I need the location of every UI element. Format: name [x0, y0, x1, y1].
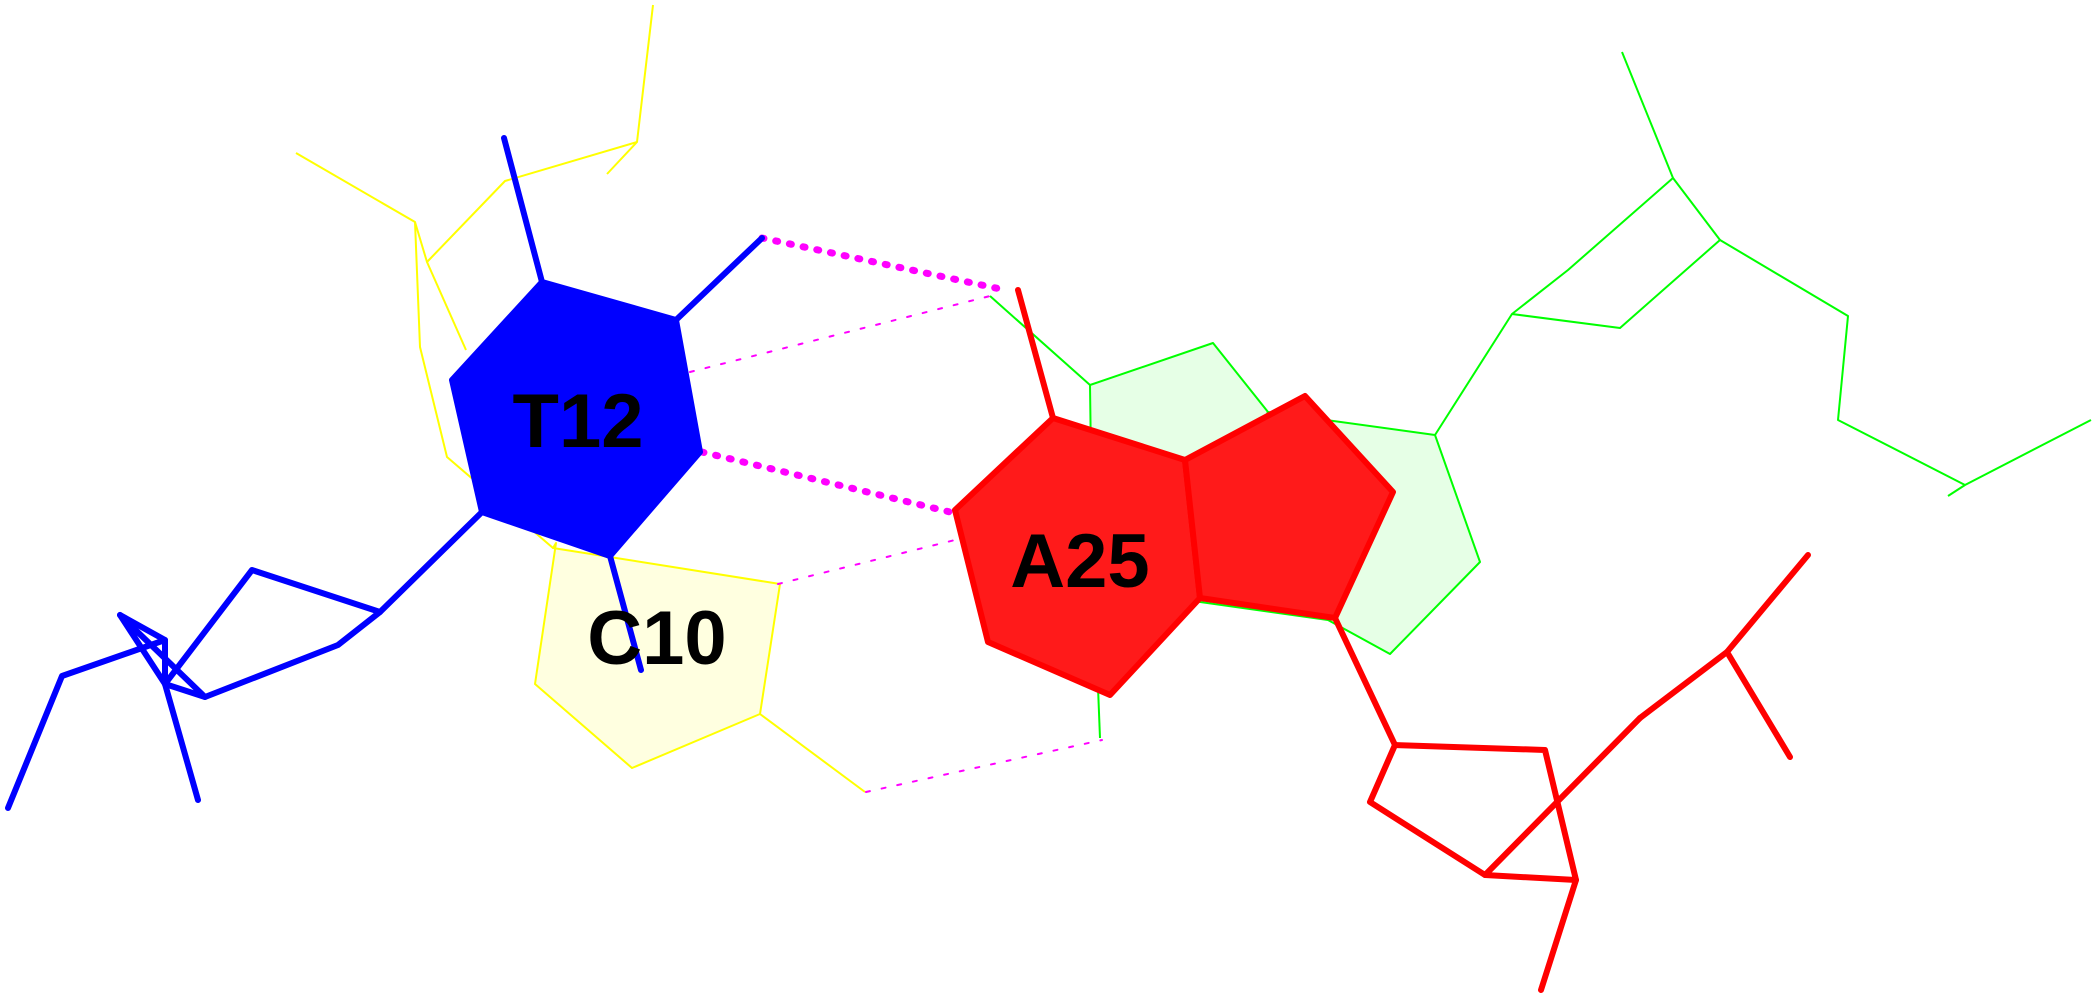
t12-phosphate-b — [5, 637, 168, 811]
c10-tail — [759, 713, 866, 793]
a25-backbone — [1482, 715, 1643, 878]
c10-backbone — [295, 4, 654, 263]
hbond-t12-a25-upper — [758, 234, 1009, 294]
green-link — [989, 295, 1091, 386]
label-c10: C10 — [587, 596, 726, 681]
a25-sugar — [1367, 742, 1579, 883]
residue-t12 — [5, 135, 765, 811]
green-backbone — [1434, 239, 2092, 486]
t12-carbonyl — [673, 235, 765, 323]
hbond-c10-green-upper — [689, 295, 991, 373]
c10-bond — [426, 261, 467, 351]
a25-glycosidic — [1332, 615, 1398, 748]
a25-ring-five — [1182, 393, 1396, 621]
hbond-c10-a25 — [777, 539, 956, 585]
t12-n-bond — [607, 553, 644, 673]
t12-phosphate-a — [162, 681, 201, 803]
hydrogen-bonds — [689, 234, 1103, 793]
a25-phosphate — [1637, 552, 1811, 721]
t12-sugar — [162, 567, 383, 700]
green-backbone-top — [1511, 51, 1674, 315]
a25-phosphate-o — [1724, 649, 1793, 760]
a25-tail — [1538, 877, 1579, 993]
hbond-t12-a25-lower — [698, 448, 954, 516]
green-bond — [1672, 177, 1721, 241]
label-t12: T12 — [513, 379, 644, 464]
a25-amino — [1015, 287, 1056, 421]
label-a25: A25 — [1010, 519, 1149, 604]
t12-methyl — [501, 135, 545, 285]
residue-a25 — [952, 287, 1811, 993]
green-bond-end — [1947, 484, 1966, 497]
t12-glycosidic — [377, 509, 485, 615]
t12-phosphate-c — [117, 612, 168, 643]
c10-backbone-branch — [606, 141, 638, 175]
hbond-c10-green-lower — [865, 739, 1103, 793]
